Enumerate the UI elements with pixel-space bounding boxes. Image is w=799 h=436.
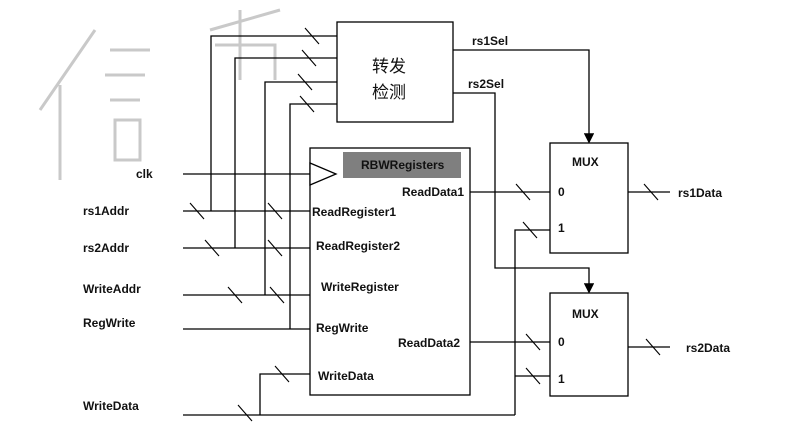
regfile-title: RBWRegisters — [361, 158, 445, 172]
signal-rs1sel: rs1Sel — [472, 34, 508, 48]
regfile-title-box — [343, 152, 461, 178]
port-write-register: WriteRegister — [321, 280, 399, 294]
port-write-data: WriteData — [318, 369, 374, 383]
mux-2-in0: 0 — [558, 335, 565, 349]
port-read-data-2: ReadData2 — [398, 336, 460, 350]
register-file-block — [309, 147, 471, 396]
signal-writeaddr: WriteAddr — [83, 282, 141, 296]
mux-2-in1: 1 — [558, 372, 565, 386]
forward-label-1: 转发 — [372, 57, 406, 77]
port-read-register-1: ReadRegister1 — [312, 205, 396, 219]
mux-2-output: rs2Data — [686, 341, 730, 355]
mux-1-title: MUX — [572, 155, 599, 169]
mux-2 — [549, 292, 629, 397]
input-wires — [183, 173, 550, 422]
port-read-register-2: ReadRegister2 — [316, 239, 400, 253]
port-regwrite: RegWrite — [316, 321, 369, 335]
signal-rs1addr: rs1Addr — [83, 204, 129, 218]
mux-1-in0: 0 — [558, 185, 565, 199]
signal-rs2sel: rs2Sel — [468, 77, 504, 91]
signal-rs2addr: rs2Addr — [83, 241, 129, 255]
port-read-data-1: ReadData1 — [402, 185, 464, 199]
mux-1-in1: 1 — [558, 221, 565, 235]
select-wires — [453, 49, 595, 294]
forward-detect-block — [336, 21, 454, 123]
signal-clk: clk — [136, 167, 153, 181]
signal-regwrite: RegWrite — [83, 316, 136, 330]
datapath-wires — [470, 183, 670, 385]
signal-writedata: WriteData — [83, 399, 139, 413]
forward-input-wires — [210, 27, 337, 329]
mux-1-output: rs1Data — [678, 186, 722, 200]
mux-1 — [549, 142, 629, 254]
forward-label-2: 检测 — [372, 83, 406, 103]
watermark-graphic — [38, 8, 281, 180]
mux-2-title: MUX — [572, 307, 599, 321]
